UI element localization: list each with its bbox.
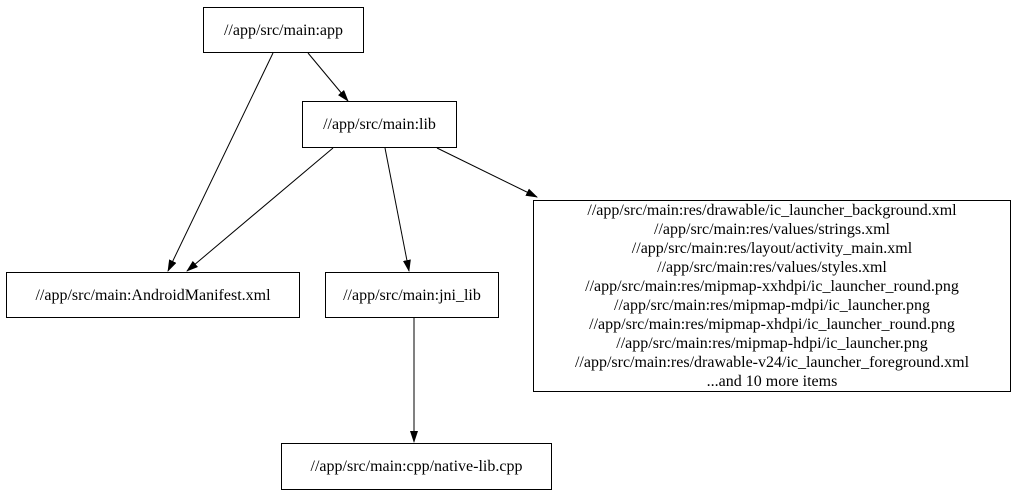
node-lib-label: //app/src/main:lib	[323, 116, 436, 133]
node-jni-lib-label: //app/src/main:jni_lib	[343, 286, 481, 304]
resource-item: //app/src/main:res/drawable/ic_launcher_…	[587, 202, 957, 219]
resource-item: //app/src/main:res/mipmap-hdpi/ic_launch…	[616, 335, 928, 352]
resource-item: //app/src/main:res/layout/activity_main.…	[631, 240, 913, 257]
node-app: //app/src/main:app	[203, 7, 364, 53]
node-resources: //app/src/main:res/drawable/ic_launcher_…	[533, 200, 1011, 392]
node-native-lib-cpp-label: //app/src/main:cpp/native-lib.cpp	[310, 458, 523, 475]
resource-item: //app/src/main:res/mipmap-xhdpi/ic_launc…	[589, 316, 955, 333]
node-native-lib-cpp: //app/src/main:cpp/native-lib.cpp	[281, 443, 552, 490]
node-android-manifest-label: //app/src/main:AndroidManifest.xml	[35, 286, 271, 304]
edge-lib-to-jni_lib	[384, 147, 411, 272]
edge-lib-to-resources	[436, 147, 538, 198]
resource-more-items: ...and 10 more items	[706, 373, 838, 390]
node-lib: //app/src/main:lib	[302, 101, 457, 148]
edge-lib-to-android_manifest	[186, 147, 334, 272]
edges	[167, 52, 538, 443]
edge-app-to-android_manifest	[167, 52, 274, 272]
edge-app-to-lib	[307, 52, 349, 102]
resource-item: //app/src/main:res/values/strings.xml	[654, 221, 890, 238]
resource-item: //app/src/main:res/values/styles.xml	[657, 259, 887, 276]
resource-item: //app/src/main:res/mipmap-mdpi/ic_launch…	[614, 297, 930, 314]
node-android-manifest: //app/src/main:AndroidManifest.xml	[6, 272, 300, 318]
node-app-label: //app/src/main:app	[223, 21, 344, 39]
node-jni-lib: //app/src/main:jni_lib	[325, 272, 499, 318]
resource-item: //app/src/main:res/mipmap-xxhdpi/ic_laun…	[585, 278, 959, 295]
resource-item: //app/src/main:res/drawable-v24/ic_launc…	[574, 354, 970, 371]
